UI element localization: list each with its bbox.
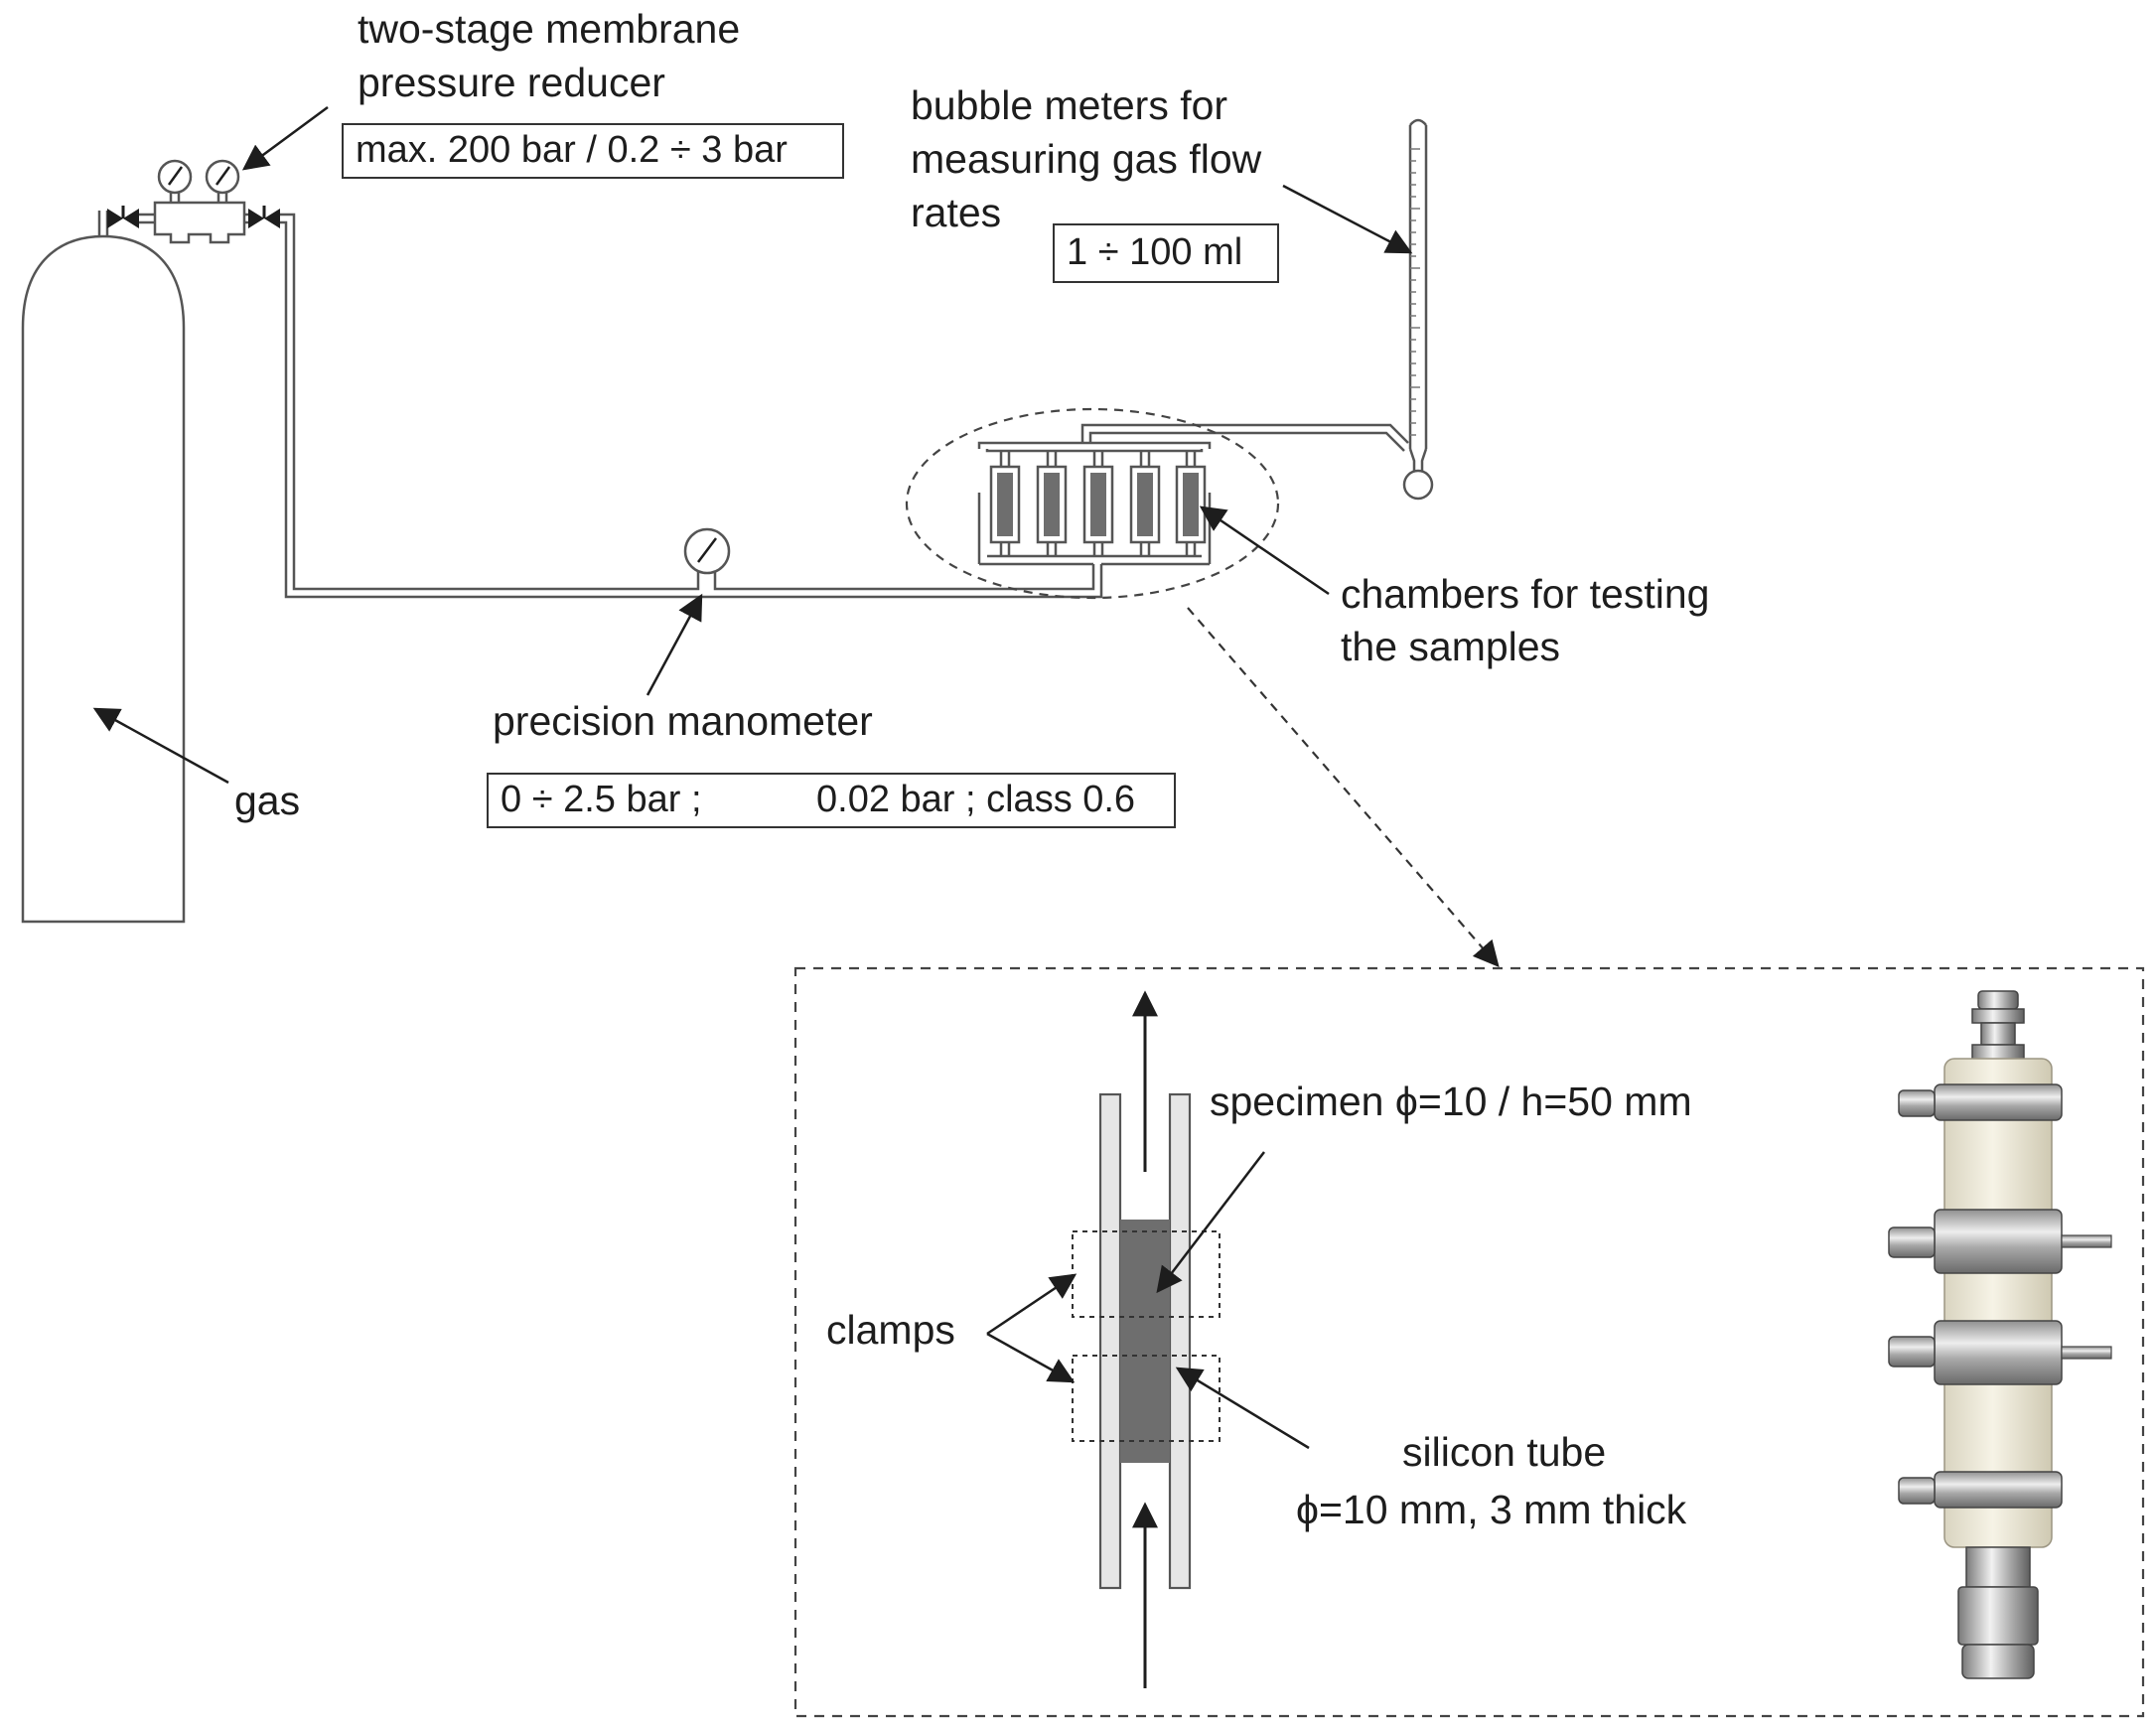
- gas-label: gas: [234, 778, 301, 823]
- arrow-icon: [1199, 505, 1330, 596]
- gauge-icon: [205, 159, 240, 195]
- gauge-icon: [157, 159, 193, 195]
- bubble-spec-box: 1 ÷ 100 ml: [1053, 223, 1279, 283]
- gas-cylinder: [21, 234, 186, 924]
- reducer-label-line1: two-stage membrane: [358, 6, 741, 52]
- chamber-units: [989, 451, 1207, 556]
- manometer-spec-range: 0 ÷ 2.5 bar ;: [501, 779, 702, 820]
- manometer-label: precision manometer: [493, 698, 873, 744]
- chambers-label-line1: chambers for testing: [1341, 571, 1710, 617]
- chambers-highlight: [905, 407, 1280, 600]
- detail-panel: [793, 966, 2145, 1718]
- specimen-label: specimen ϕ=10 / h=50 mm: [1210, 1079, 1692, 1124]
- bubble-meter: [1402, 118, 1434, 501]
- tube-schematic: [1072, 990, 1221, 1688]
- arrow-icon: [241, 105, 329, 171]
- bubble-label-line2: measuring gas flow: [911, 136, 1262, 182]
- bubble-label-line1: bubble meters for: [911, 82, 1228, 128]
- valve-icon: [107, 206, 139, 228]
- valve-icon: [248, 206, 280, 228]
- silicon-tube-label-line1: silicon tube: [1402, 1429, 1607, 1475]
- arrow-icon: [986, 1273, 1078, 1336]
- arrow-icon: [1282, 184, 1413, 254]
- clamps-label: clamps: [826, 1307, 955, 1353]
- arrow-icon: [92, 707, 229, 785]
- arrow-icon: [1175, 1367, 1310, 1450]
- arrow-icon: [986, 1332, 1076, 1383]
- chamber-unit: [1036, 451, 1068, 556]
- silicon-tube-left-wall: [1098, 1092, 1122, 1590]
- silicon-tube-label-line2: ϕ=10 mm, 3 mm thick: [1296, 1487, 1687, 1532]
- chamber-unit: [1082, 451, 1114, 556]
- silicon-tube-right-wall: [1168, 1092, 1192, 1590]
- chamber-unit: [989, 451, 1021, 556]
- arrow-icon: [646, 593, 703, 696]
- bubble-label-line3: rates: [911, 190, 1002, 235]
- manometer-spec-accuracy: 0.02 bar ; class 0.6: [816, 779, 1136, 820]
- gauge-icon: [683, 527, 731, 575]
- reducer-label-line2: pressure reducer: [358, 60, 665, 105]
- chamber-unit: [1129, 451, 1161, 556]
- specimen-block: [1120, 1220, 1170, 1463]
- chambers-label-line2: the samples: [1341, 624, 1561, 669]
- leader-arrows: [92, 105, 1413, 1450]
- reducer-spec-box: max. 200 bar / 0.2 ÷ 3 bar: [342, 123, 844, 179]
- pressure-reducer: [107, 159, 280, 244]
- bubble-meter-scale: [1410, 148, 1420, 436]
- manometer-spec-box: 0 ÷ 2.5 bar ; 0.02 bar ; class 0.6: [487, 773, 1176, 828]
- arrow-icon: [1156, 1151, 1265, 1294]
- chamber-unit: [1175, 451, 1207, 556]
- test-chamber-photo: [1888, 990, 2112, 1679]
- clamp-lower: [1072, 1355, 1221, 1442]
- supply-pipe: [280, 213, 1103, 599]
